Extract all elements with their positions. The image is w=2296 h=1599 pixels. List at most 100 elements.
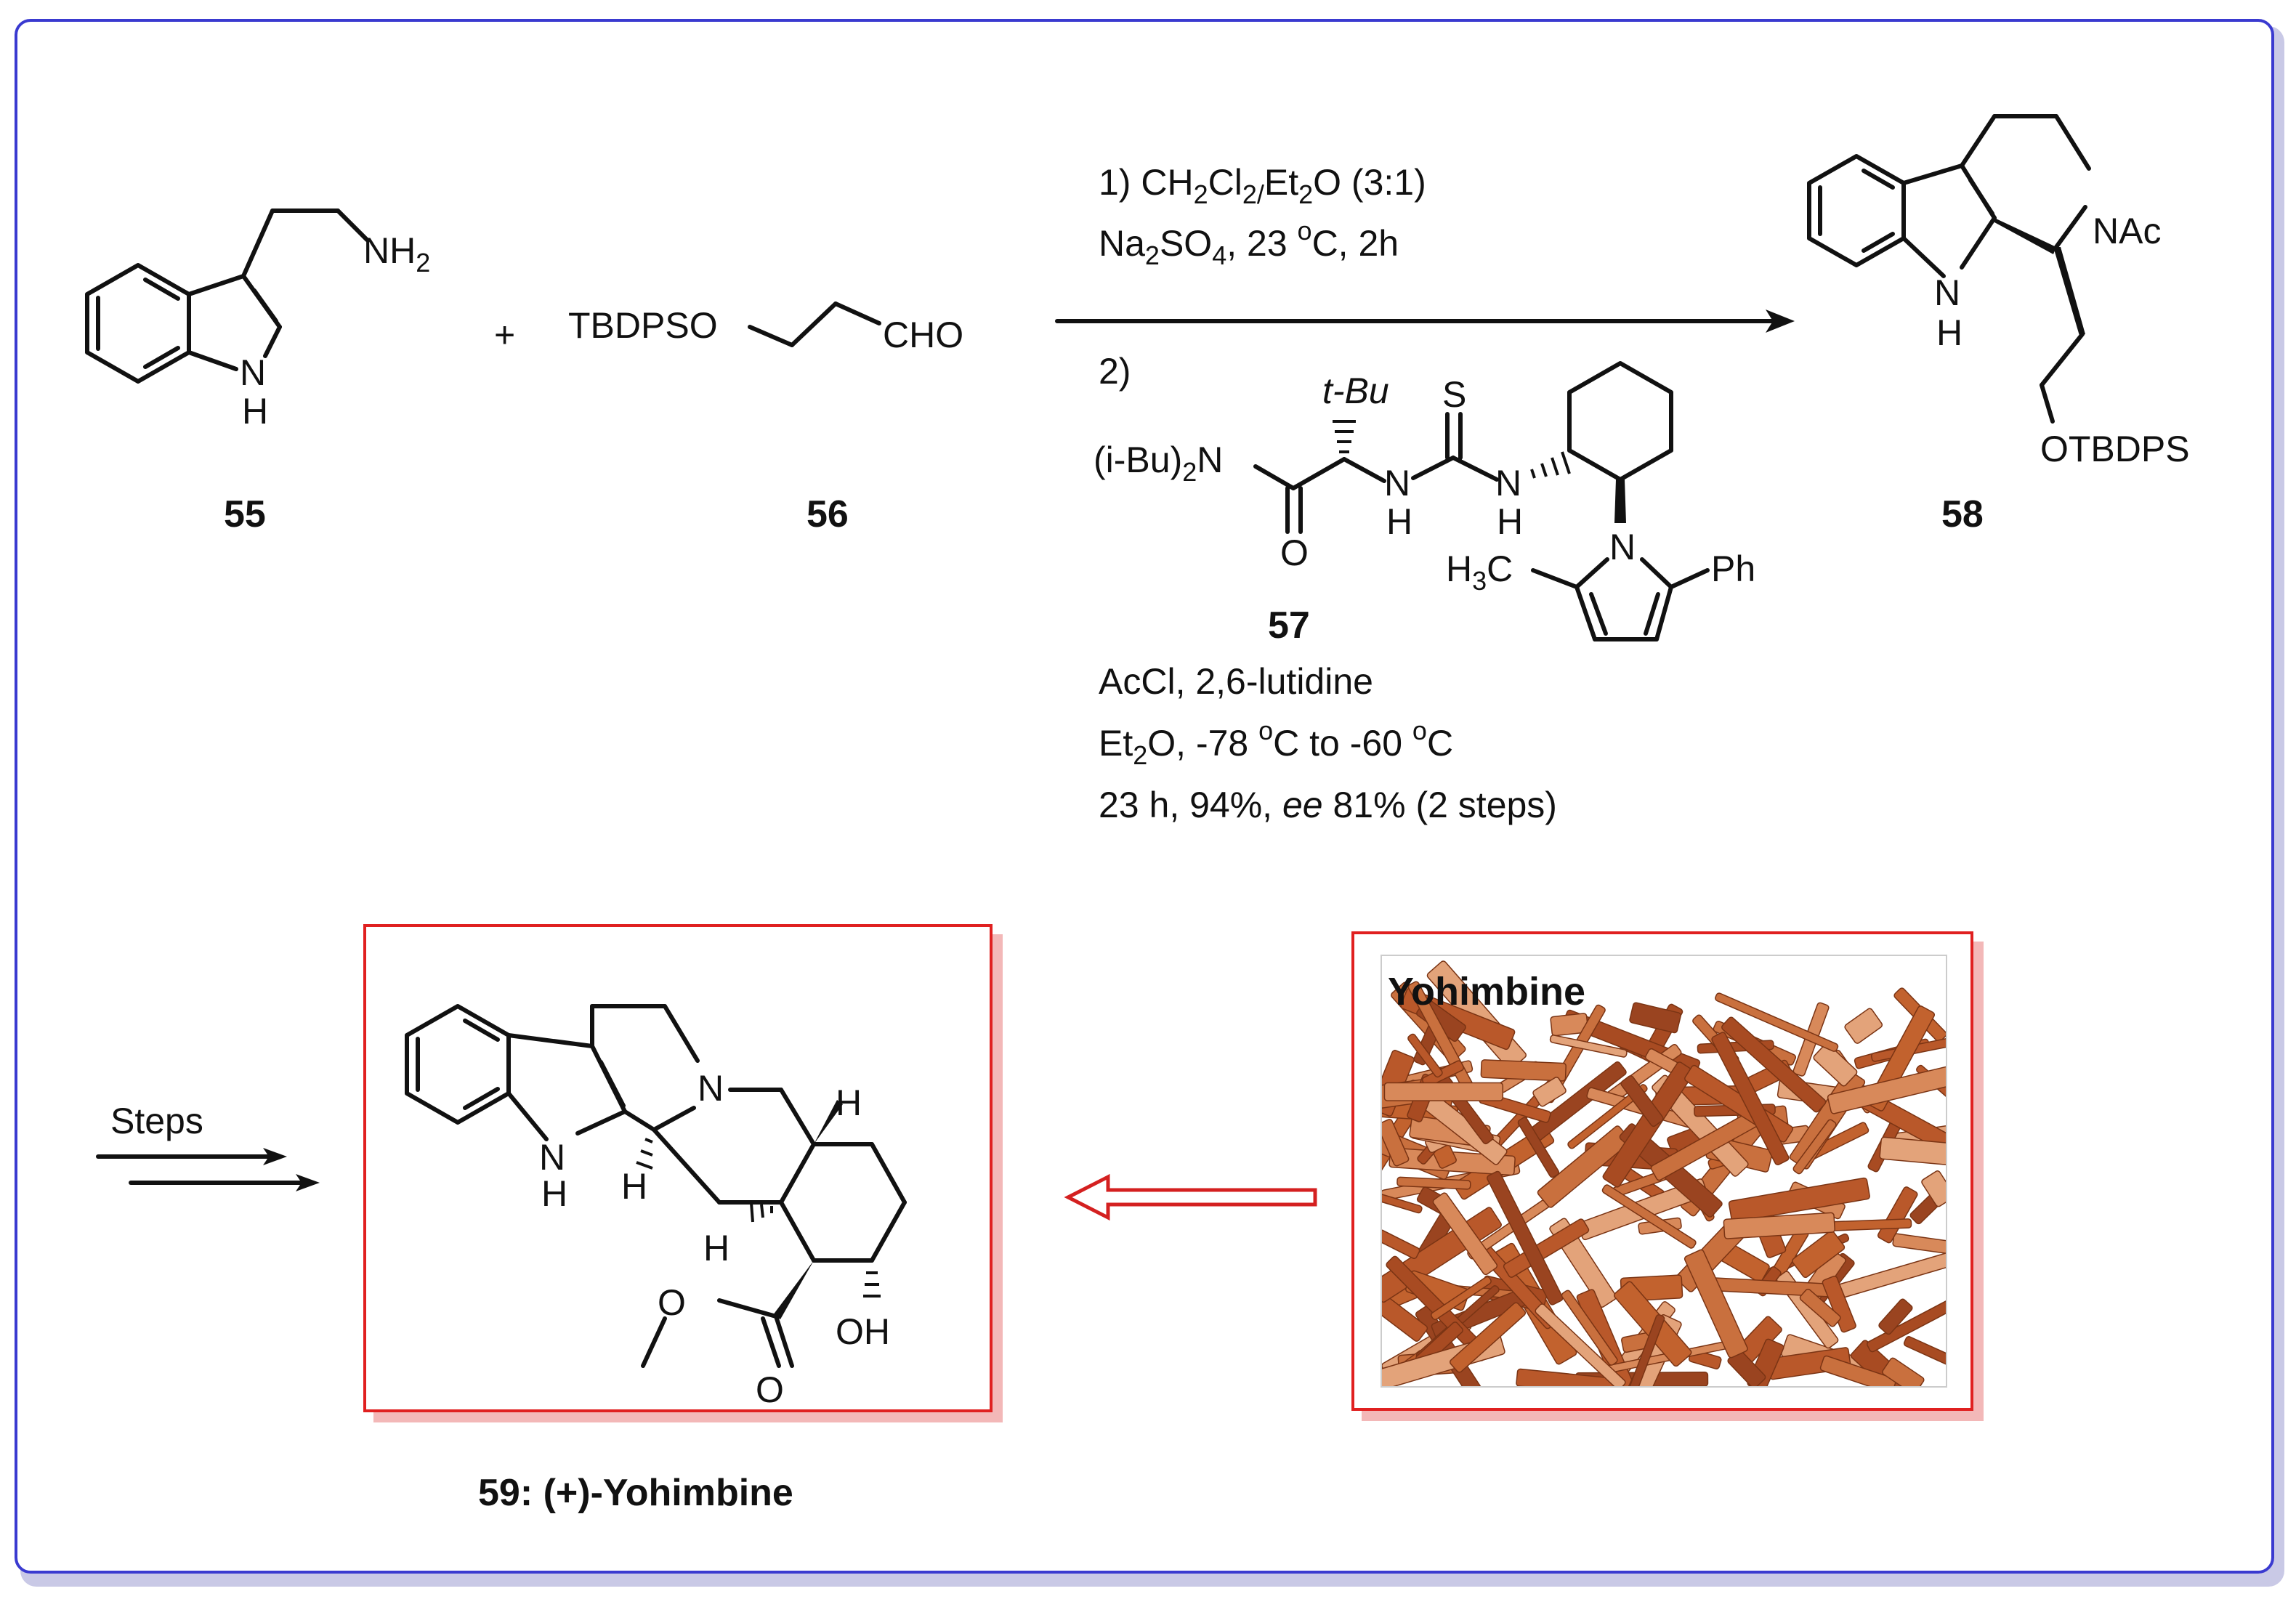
c57-methyl: H3C xyxy=(1446,548,1513,596)
c58-otbdps: OTBDPS xyxy=(2040,429,2190,469)
bark-chip xyxy=(1921,1170,1946,1207)
bark-chip xyxy=(1382,1119,1410,1167)
bark-chip xyxy=(1431,1276,1492,1321)
c58-indole-h: H xyxy=(1936,312,1962,353)
bark-chip xyxy=(1879,1136,1946,1170)
c59-h-c: H xyxy=(703,1228,729,1268)
conditions-step2: AcCl, 2,6-lutidine Et2O, -78 oC to -60 o… xyxy=(1099,661,1557,825)
bark-chip xyxy=(1728,1177,1870,1223)
bark-chip xyxy=(1792,1230,1846,1279)
bark-chip xyxy=(1867,1279,1946,1353)
bark-chip xyxy=(1792,1119,1837,1175)
cond-step2-line3: 23 h, 94%, ee 81% (2 steps) xyxy=(1099,785,1557,825)
bark-chip xyxy=(1799,1288,1841,1327)
compound-59: N H N H H xyxy=(405,1004,907,1514)
bark-chip xyxy=(1827,1063,1946,1114)
steps-arrow: Steps xyxy=(96,1101,320,1191)
bark-chip xyxy=(1601,1184,1697,1249)
c59-h-a: H xyxy=(621,1166,647,1207)
c57-nh-a-h: H xyxy=(1386,501,1412,542)
bark-chip xyxy=(1382,1183,1423,1214)
bark-chip xyxy=(1535,1303,1626,1386)
compound-56: TBDPSO CHO 56 xyxy=(568,301,963,535)
conditions-step1: 1) CH2Cl2/Et2O (3:1) Na2SO4, 23 oC, 2h xyxy=(1099,162,1426,270)
steps-label: Steps xyxy=(110,1101,203,1141)
c57-nh-b: N xyxy=(1495,463,1521,503)
compound-57: (i-Bu)2N O t-Bu N H S N H xyxy=(1094,361,1755,647)
bark-chip xyxy=(1449,1302,1527,1373)
bark-chip xyxy=(1480,1059,1567,1082)
cond-step2-label: 2) xyxy=(1099,351,1131,392)
c59-h-b: H xyxy=(836,1082,862,1123)
c59-indole-n: N xyxy=(539,1137,565,1178)
c57-label: 57 xyxy=(1268,604,1310,647)
c58-indole-n: N xyxy=(1934,272,1960,313)
c59-indole-h: H xyxy=(541,1173,567,1214)
c57-amide-n: (i-Bu)2N xyxy=(1094,440,1223,487)
c55-label: 55 xyxy=(224,493,266,535)
c55-nh2: NH2 xyxy=(363,230,430,278)
bark-chip xyxy=(1629,1002,1681,1034)
bark-chip xyxy=(1819,1355,1897,1386)
bark-chip xyxy=(1903,1336,1946,1368)
c55-indole-n: N xyxy=(240,352,266,393)
yohimbine-bark-photo: Yohimbine xyxy=(1381,955,1947,1388)
bark-chip xyxy=(1432,1192,1498,1276)
retro-arrow xyxy=(1064,1173,1317,1221)
bark-chip xyxy=(1822,1275,1856,1333)
bark-chip xyxy=(1383,1082,1504,1101)
bark-chip xyxy=(1561,1290,1618,1366)
c58-nac: NAc xyxy=(2093,211,2161,251)
bark-chip xyxy=(1620,1075,1664,1128)
bark-chip xyxy=(1382,1229,1420,1260)
c56-tbdpso: TBDPSO xyxy=(568,305,718,346)
bark-chip xyxy=(1602,1061,1694,1188)
bark-chip xyxy=(1892,1233,1946,1256)
bark-chips-image xyxy=(1382,960,1946,1386)
bark-chip xyxy=(1620,1314,1665,1386)
bark-chip xyxy=(1711,1032,1790,1166)
bark-chip xyxy=(1532,1077,1567,1107)
c57-pyrrole-n: N xyxy=(1609,527,1636,567)
c57-nh-a: N xyxy=(1384,463,1410,503)
c59-ester-o1: O xyxy=(658,1282,686,1323)
c59-label: 59: (+)-Yohimbine xyxy=(478,1472,793,1514)
bark-chip xyxy=(1813,1043,1858,1087)
bark-chip xyxy=(1878,1298,1913,1335)
bark-chip xyxy=(1503,1218,1590,1278)
bark-chip xyxy=(1723,1212,1835,1239)
c59-ester-o2: O xyxy=(756,1369,784,1410)
cond-step1-line1: 1) CH2Cl2/Et2O (3:1) xyxy=(1099,162,1426,209)
bark-chip xyxy=(1407,1033,1443,1078)
c55-indole-h: H xyxy=(242,391,268,432)
photo-box: Yohimbine xyxy=(1351,931,1973,1411)
bark-chip xyxy=(1721,1016,1827,1113)
cond-step2-line1: AcCl, 2,6-lutidine xyxy=(1099,661,1373,702)
bark-chip xyxy=(1382,1280,1428,1342)
compound-55: NH2 N H 55 xyxy=(85,209,430,535)
cond-step2-line2: Et2O, -78 oC to -60 oC xyxy=(1099,716,1453,770)
bark-chip xyxy=(1487,1170,1564,1305)
c57-phenyl: Ph xyxy=(1711,548,1755,589)
bark-chip xyxy=(1549,1035,1628,1058)
c59-oh: OH xyxy=(836,1311,890,1352)
c57-tbu: t-Bu xyxy=(1322,371,1389,411)
bark-chip xyxy=(1516,1368,1641,1386)
c57-nh-b-h: H xyxy=(1497,501,1523,542)
c56-cho: CHO xyxy=(883,315,963,355)
c56-label: 56 xyxy=(807,493,849,535)
c58-label: 58 xyxy=(1941,493,1984,535)
compound-58: NAc N H OTBDPS 58 xyxy=(1807,114,2190,535)
bark-chip xyxy=(1567,1084,1648,1149)
bark-chip xyxy=(1715,992,1839,1052)
c57-thio-s: S xyxy=(1442,374,1466,415)
c59-amine-n: N xyxy=(698,1068,724,1109)
bark-chip xyxy=(1882,1357,1925,1386)
plus-sign: + xyxy=(494,315,515,355)
cond-step1-line2: Na2SO4, 23 oC, 2h xyxy=(1099,216,1399,270)
bark-chip xyxy=(1683,1249,1748,1359)
bark-chip xyxy=(1844,1008,1883,1044)
photo-title: Yohimbine xyxy=(1388,970,1586,1013)
reaction-arrow-head xyxy=(1766,309,1795,333)
c57-carbonyl-o: O xyxy=(1280,533,1309,573)
